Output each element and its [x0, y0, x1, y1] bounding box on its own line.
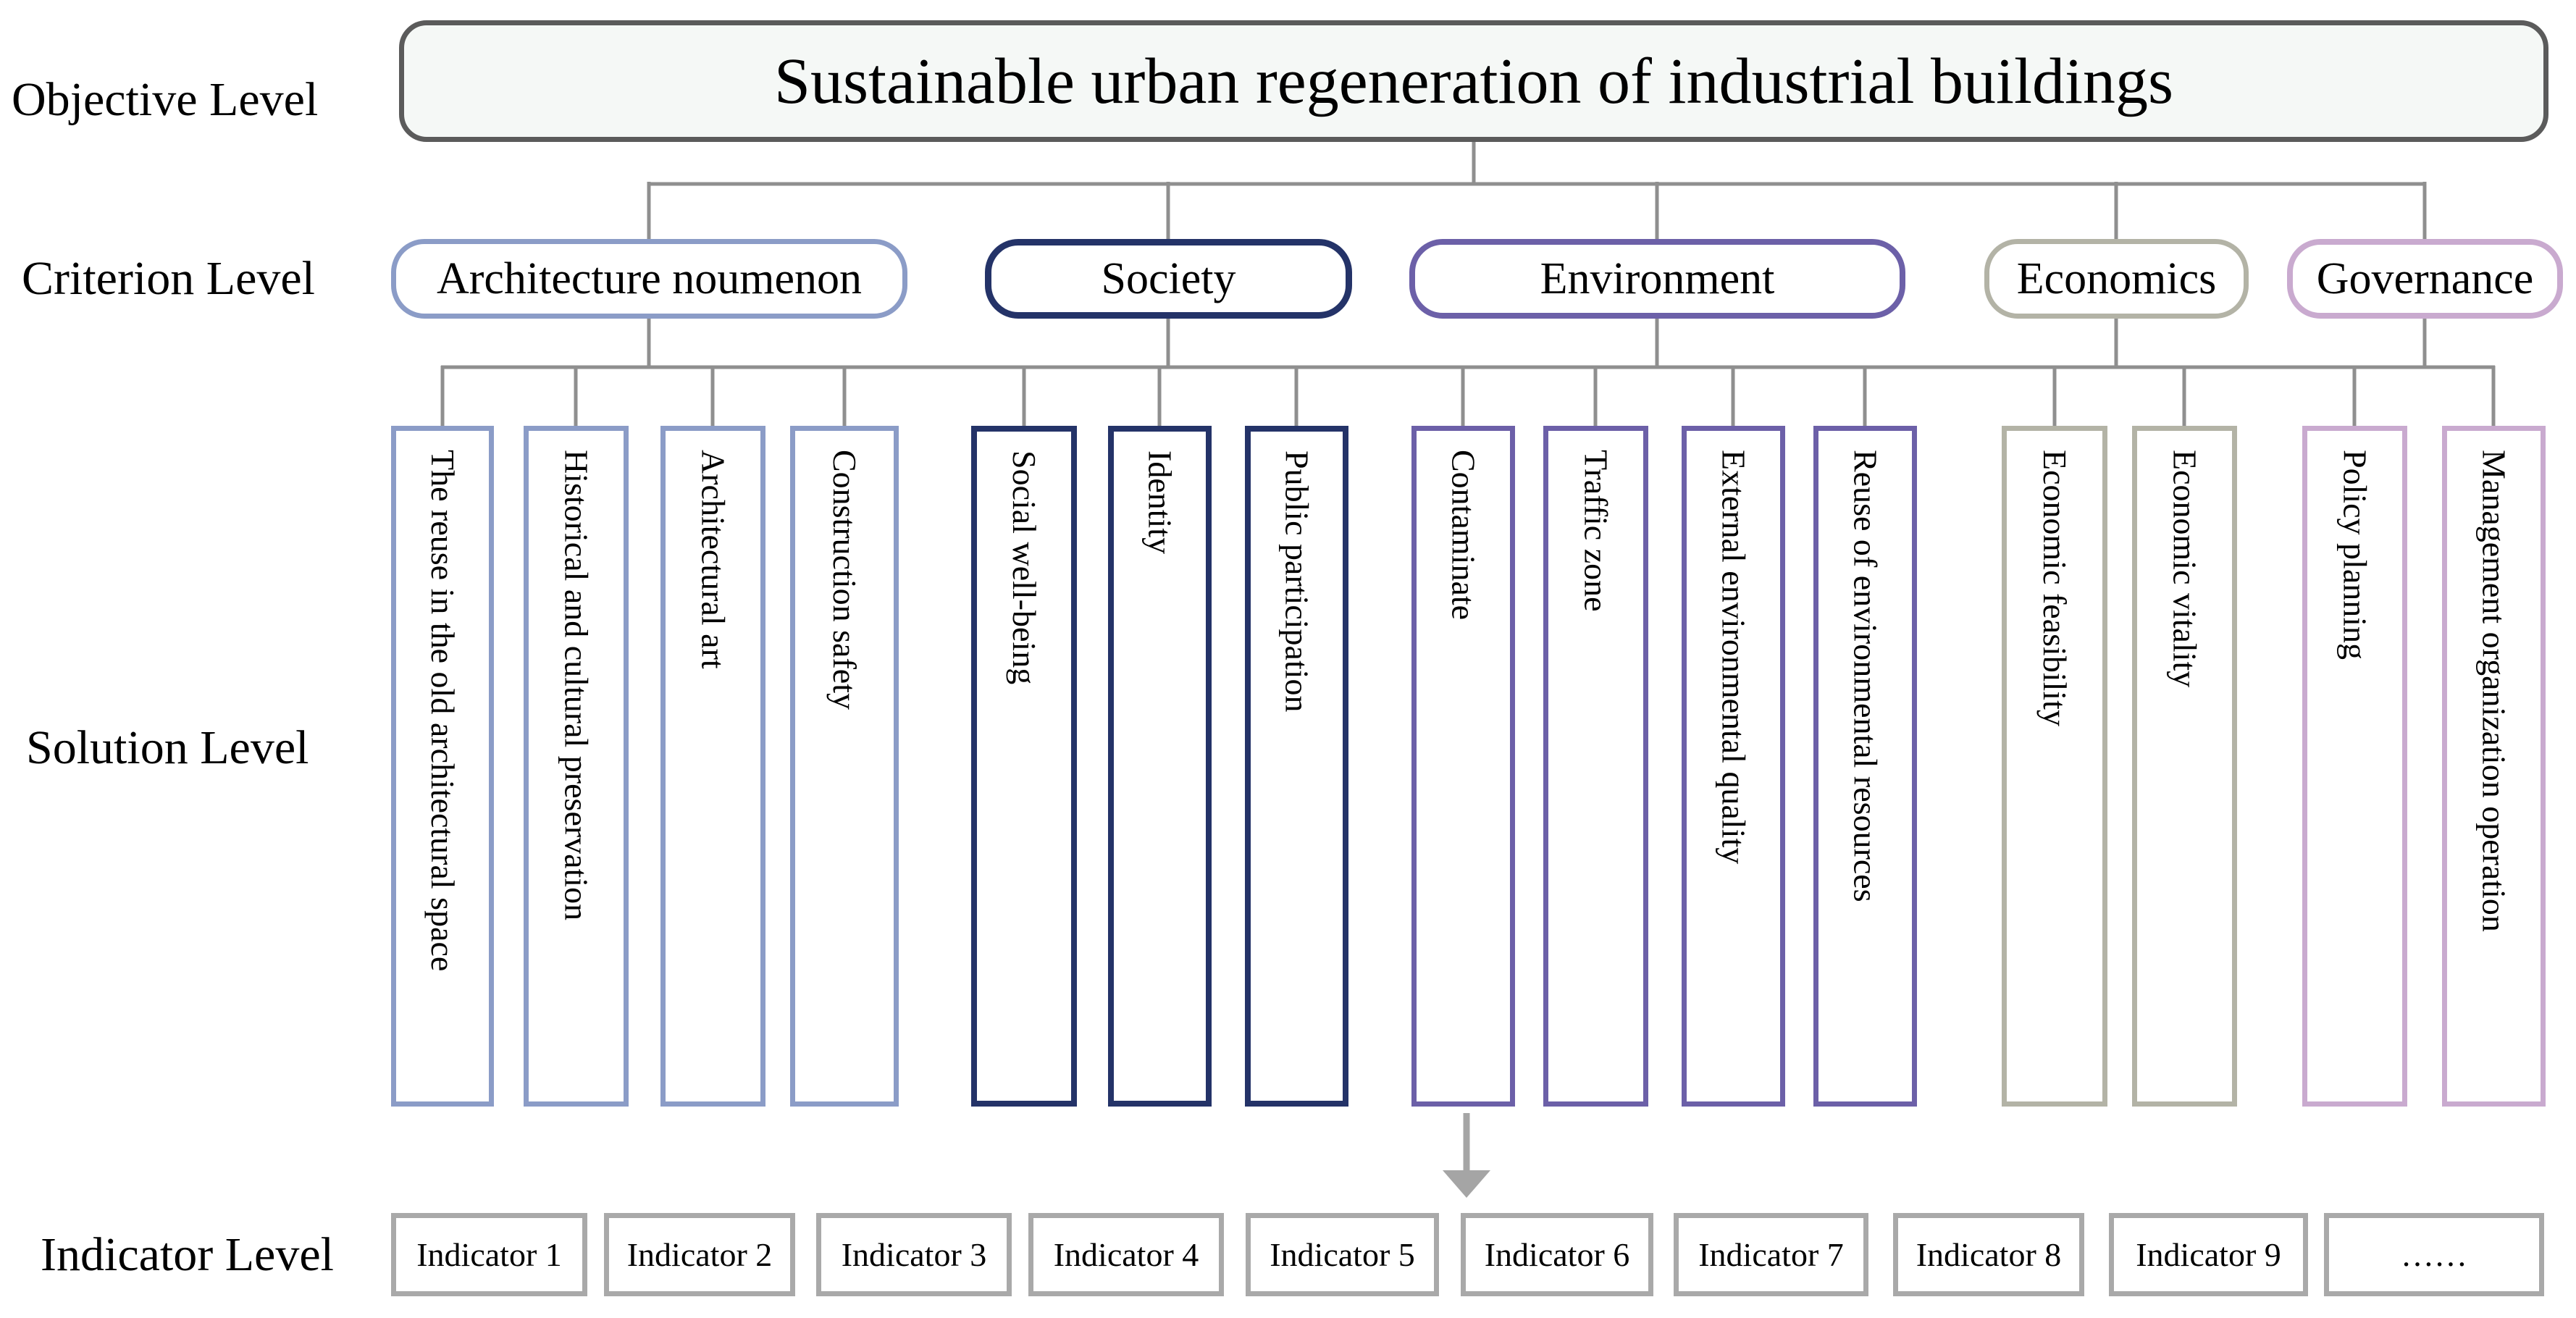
indicator-label: Indicator 4 — [1053, 1236, 1199, 1273]
solution-box-reuse-environmental-resources: Reuse of environmental resources — [1813, 426, 1917, 1107]
solution-box-social-well-being: Social well-being — [971, 426, 1077, 1107]
solution-label: Architectural art — [695, 450, 732, 669]
solution-box-management-organization-operation: Management organization operation — [2442, 426, 2546, 1107]
indicator-box-1: Indicator 1 — [391, 1213, 587, 1296]
solution-box-public-participation: Public participation — [1245, 426, 1348, 1107]
objective-title: Sustainable urban regeneration of indust… — [773, 45, 2174, 117]
criterion-box-environment: Environment — [1409, 239, 1905, 319]
solution-label: Historical and cultural preservation — [558, 450, 595, 921]
indicator-box-2: Indicator 2 — [604, 1213, 795, 1296]
solution-label: Identity — [1141, 450, 1179, 555]
criterion-box-economics: Economics — [1984, 239, 2249, 319]
indicator-box-9: Indicator 9 — [2109, 1213, 2308, 1296]
solution-box-traffic-zone: Traffic zone — [1543, 426, 1648, 1107]
indicator-label: Indicator 3 — [841, 1236, 987, 1273]
indicator-box-5: Indicator 5 — [1246, 1213, 1439, 1296]
indicator-label: Indicator 6 — [1484, 1236, 1630, 1273]
solution-box-contaminate: Contaminate — [1411, 426, 1515, 1107]
objective-level-label: Objective Level — [12, 73, 319, 126]
indicator-label: Indicator 7 — [1698, 1236, 1844, 1273]
solution-label: Management organization operation — [2475, 450, 2513, 932]
criterion-box-architecture-noumenon: Architecture noumenon — [391, 239, 907, 319]
solution-box-identity: Identity — [1108, 426, 1212, 1107]
criterion-label: Architecture noumenon — [436, 253, 863, 303]
indicator-box-6: Indicator 6 — [1461, 1213, 1653, 1296]
solution-label: Economic feasibility — [2036, 450, 2073, 726]
indicator-level-label: Indicator Level — [41, 1228, 334, 1281]
solution-level-label: Solution Level — [26, 721, 309, 774]
solution-box-economic-feasibility: Economic feasibility — [2002, 426, 2107, 1107]
solution-label: Social well-being — [1006, 450, 1043, 685]
indicator-box-7: Indicator 7 — [1674, 1213, 1868, 1296]
indicator-box-8: Indicator 8 — [1893, 1213, 2084, 1296]
indicator-label: Indicator 9 — [2136, 1236, 2281, 1273]
solution-box-policy-planning: Policy planning — [2302, 426, 2407, 1107]
solution-box-architectural-art: Architectural art — [660, 426, 765, 1107]
solution-label: Contaminate — [1445, 450, 1482, 621]
objective-to-criteria-connector — [647, 142, 2427, 242]
indicator-ellipsis-label: …… — [2401, 1236, 2467, 1273]
criteria-to-solutions-connector — [440, 316, 2496, 429]
indicator-label: Indicator 2 — [626, 1236, 773, 1273]
solution-to-indicator-arrow — [1443, 1113, 1490, 1198]
indicator-label: Indicator 8 — [1916, 1236, 2062, 1273]
solution-box-historical-cultural-preservation: Historical and cultural preservation — [524, 426, 629, 1107]
objective-box: Sustainable urban regeneration of indust… — [399, 20, 2548, 142]
solution-box-reuse-old-architectural-space: The reuse in the old architectural space — [391, 426, 494, 1107]
indicator-box-4: Indicator 4 — [1028, 1213, 1224, 1296]
criterion-box-society: Society — [985, 239, 1352, 319]
solution-label: The reuse in the old architectural space — [424, 450, 461, 972]
solution-label: Construction safety — [826, 450, 863, 710]
solution-label: External environmental quality — [1715, 450, 1753, 865]
criterion-label: Society — [1101, 253, 1236, 303]
solution-box-economic-vitality: Economic vitality — [2132, 426, 2237, 1107]
indicator-box-ellipsis: …… — [2324, 1213, 2544, 1296]
solution-label: Traffic zone — [1577, 450, 1615, 612]
arrow-head-icon — [1443, 1170, 1490, 1198]
criterion-box-governance: Governance — [2287, 239, 2563, 319]
solution-label: Public participation — [1278, 450, 1316, 713]
solution-label: Reuse of environmental resources — [1847, 450, 1884, 902]
indicator-label: Indicator 5 — [1270, 1236, 1415, 1273]
solution-label: Economic vitality — [2166, 450, 2204, 688]
criterion-label: Environment — [1540, 253, 1775, 303]
solution-box-construction-safety: Construction safety — [790, 426, 899, 1107]
indicator-box-3: Indicator 3 — [816, 1213, 1012, 1296]
criterion-label: Governance — [2316, 253, 2534, 303]
solution-label: Policy planning — [2336, 450, 2374, 660]
criterion-label: Economics — [2016, 253, 2217, 303]
criterion-level-label: Criterion Level — [22, 252, 316, 305]
solution-box-external-environmental-quality: External environmental quality — [1682, 426, 1785, 1107]
indicator-label: Indicator 1 — [416, 1236, 562, 1273]
